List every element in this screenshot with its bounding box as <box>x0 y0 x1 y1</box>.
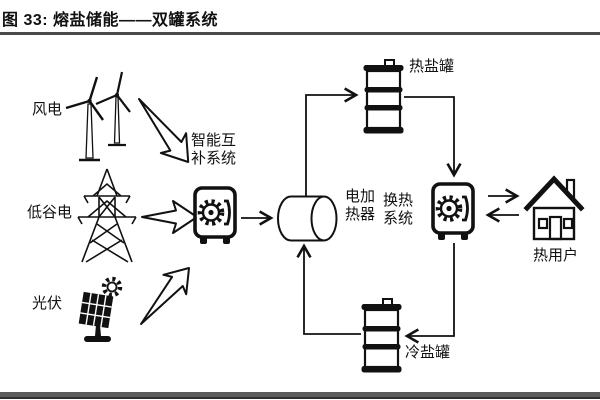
wind-power-label: 风电 <box>32 101 63 118</box>
heater-label: 电加热器 <box>345 188 376 223</box>
transmission-tower-icon <box>77 168 137 263</box>
wind-turbines-icon <box>65 71 131 162</box>
pv-arrow <box>140 267 190 325</box>
heater-cylinder-icon <box>277 195 338 242</box>
source-arrows <box>138 98 198 325</box>
hx-system-label: 换热系统 <box>383 192 414 227</box>
smart-system-label: 智能互补系统 <box>191 132 237 167</box>
pipe-heater-to-hot-tank <box>305 87 359 196</box>
cold-tank-label: 冷盐罐 <box>405 344 451 361</box>
hot-tank-barrel-icon <box>362 58 405 135</box>
pipes <box>241 87 520 344</box>
smart-system-safe-icon <box>195 188 235 244</box>
offpeak-power-label: 低谷电 <box>27 204 73 221</box>
title-rule <box>0 32 600 35</box>
wind-arrow <box>138 98 190 163</box>
hx-system-safe-icon <box>433 184 473 240</box>
heat-user-label: 热用户 <box>533 247 579 264</box>
solar-panel-icon <box>78 276 123 342</box>
offpeak-arrow <box>141 200 198 234</box>
pipe-hx-to-cold-tank <box>404 243 455 344</box>
hot-tank-label: 热盐罐 <box>409 58 455 75</box>
bottom-rule <box>0 392 600 399</box>
pipe-hot-tank-to-hx <box>404 96 462 178</box>
figure-title: 图 33: 熔盐储能——双罐系统 <box>2 12 219 29</box>
cold-tank-barrel-icon <box>360 297 403 374</box>
pipe-cold-tank-to-heater <box>296 243 361 335</box>
house-icon <box>523 175 585 241</box>
pv-label: 光伏 <box>32 295 63 312</box>
